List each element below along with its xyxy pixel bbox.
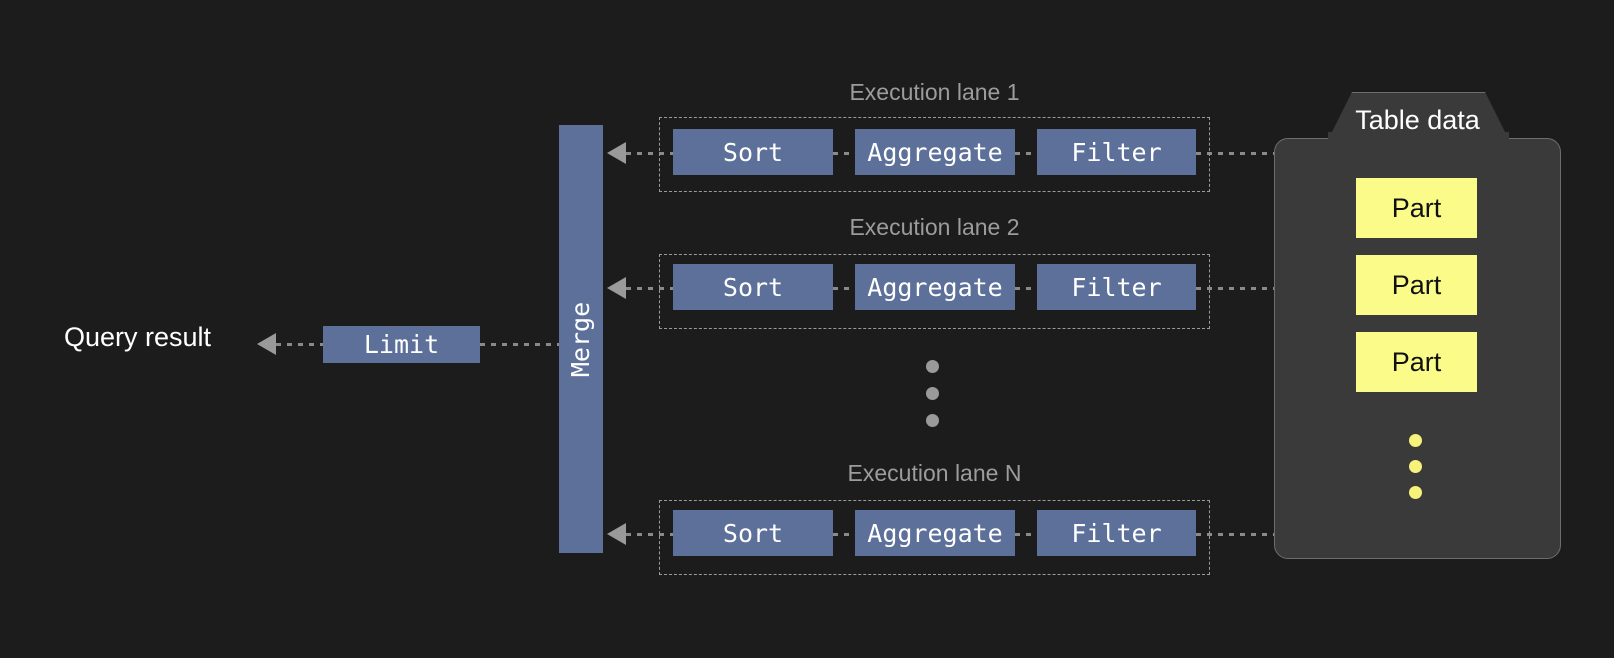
ellipsis-dot (1409, 460, 1422, 473)
connector-lane2-sort-to-aggregate (833, 287, 855, 290)
connector-lane2-filter-to-table-data (1196, 287, 1278, 290)
connector-lanen-filter-to-table-data (1196, 533, 1278, 536)
part-ellipsis-dots (1409, 434, 1422, 512)
operator-merge[interactable]: Merge (559, 125, 603, 553)
lane-container-2 (659, 254, 1210, 329)
ellipsis-dot (926, 387, 939, 400)
connector-lane1-aggregate-to-filter (1015, 152, 1037, 155)
connector-limit-to-query-result (276, 343, 323, 346)
table-data-tab-seam (1328, 132, 1509, 144)
connector-lane2-sort-to-merge (626, 287, 673, 290)
operator-filter-lane-2[interactable]: Filter (1037, 264, 1196, 310)
arrow-lane-2-to-merge-icon (607, 277, 626, 299)
connector-lanen-sort-to-aggregate (833, 533, 855, 536)
connector-lane1-sort-to-merge (626, 152, 673, 155)
connector-lanen-sort-to-merge (626, 533, 673, 536)
part-box-3[interactable]: Part (1356, 332, 1477, 392)
merge-label-text: Merge (566, 301, 596, 377)
operator-limit[interactable]: Limit (323, 326, 480, 363)
operator-aggregate-lane-2[interactable]: Aggregate (855, 264, 1015, 310)
operator-sort-lane-n[interactable]: Sort (673, 510, 833, 556)
arrow-lane-1-to-merge-icon (607, 142, 626, 164)
connector-merge-to-limit (480, 343, 559, 346)
connector-lane1-sort-to-aggregate (833, 152, 855, 155)
ellipsis-dot (926, 414, 939, 427)
lane-title-1: Execution lane 1 (849, 79, 1020, 105)
operator-aggregate-lane-n[interactable]: Aggregate (855, 510, 1015, 556)
lane-ellipsis-dots (926, 360, 939, 441)
part-box-1[interactable]: Part (1356, 178, 1477, 238)
query-result-label: Query result (64, 322, 212, 352)
operator-sort-lane-1[interactable]: Sort (673, 129, 833, 175)
connector-lanen-aggregate-to-filter (1015, 533, 1037, 536)
merge-label-rotated: Merge (559, 125, 603, 553)
lane-container-n (659, 500, 1210, 575)
lane-title-n: Execution lane N (847, 460, 1022, 486)
operator-sort-lane-2[interactable]: Sort (673, 264, 833, 310)
lane-container-1 (659, 117, 1210, 192)
ellipsis-dot (1409, 486, 1422, 499)
arrow-to-query-result-icon (257, 333, 276, 355)
operator-filter-lane-n[interactable]: Filter (1037, 510, 1196, 556)
arrow-lane-n-to-merge-icon (607, 523, 626, 545)
ellipsis-dot (926, 360, 939, 373)
connector-lane1-filter-to-table-data (1196, 152, 1278, 155)
lane-title-2: Execution lane 2 (849, 214, 1020, 240)
ellipsis-dot (1409, 434, 1422, 447)
connector-lane2-aggregate-to-filter (1015, 287, 1037, 290)
operator-filter-lane-1[interactable]: Filter (1037, 129, 1196, 175)
part-box-2[interactable]: Part (1356, 255, 1477, 315)
operator-aggregate-lane-1[interactable]: Aggregate (855, 129, 1015, 175)
